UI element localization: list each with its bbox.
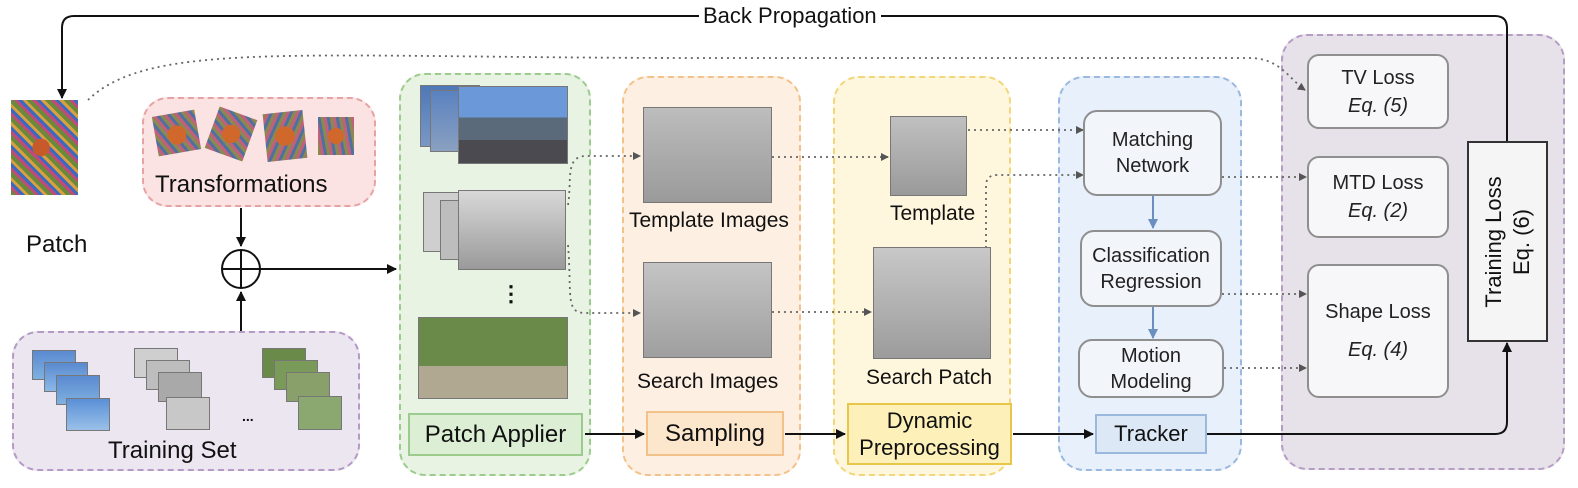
matching-network-module[interactable]: Matching Network <box>1083 110 1222 196</box>
matching-line1: Matching <box>1111 129 1194 151</box>
template-label: Template <box>890 202 976 225</box>
transformations-label: Transformations <box>155 171 328 198</box>
template-crop-image <box>890 116 967 196</box>
matching-line2: Network <box>1115 155 1190 177</box>
adversarial-patch-image <box>11 100 78 195</box>
training-frame <box>166 397 210 430</box>
search-patch-image <box>873 247 991 359</box>
search-image <box>643 262 772 358</box>
search-patch-label: Search Patch <box>866 366 993 389</box>
tracker-button[interactable]: Tracker <box>1095 414 1207 454</box>
motion-modeling-module[interactable]: Motion Modeling <box>1078 339 1224 398</box>
sum-operator-icon <box>221 249 261 289</box>
transformed-patch-4 <box>318 117 354 155</box>
back-propagation-label: Back Propagation <box>699 3 881 29</box>
mtd-loss-equation: Eq. (2) <box>1347 200 1409 222</box>
training-frame <box>298 396 342 430</box>
classification-line1: Classification <box>1092 244 1210 267</box>
patch-applier-button[interactable]: Patch Applier <box>408 413 583 456</box>
training-loss-line2: Eq. (6) <box>1508 208 1534 275</box>
training-set-ellipsis: ... <box>242 408 254 424</box>
motion-line1: Motion <box>1120 344 1182 367</box>
search-images-label: Search Images <box>637 370 779 393</box>
training-loss-line1: Training Loss <box>1480 175 1506 308</box>
sampling-button[interactable]: Sampling <box>646 411 784 456</box>
shape-loss-box[interactable]: Shape Loss Eq. (4) <box>1307 264 1449 398</box>
tv-loss-equation: Eq. (5) <box>1347 94 1409 117</box>
training-frame <box>66 398 110 431</box>
template-images-label: Template Images <box>629 209 789 232</box>
dynamic-preprocessing-line1: Dynamic <box>886 408 973 433</box>
training-loss-box[interactable]: Training Loss Eq. (6) <box>1467 141 1548 342</box>
training-loss-text: Training Loss Eq. (6) <box>1480 176 1536 307</box>
mtd-loss-label: MTD Loss <box>1332 172 1424 194</box>
shape-loss-equation: Eq. (4) <box>1347 339 1409 361</box>
tv-loss-box[interactable]: TV Loss Eq. (5) <box>1307 54 1449 129</box>
mtd-loss-box[interactable]: MTD Loss Eq. (2) <box>1307 156 1449 238</box>
template-image <box>643 107 772 203</box>
training-set-label: Training Set <box>108 437 237 464</box>
dynamic-preprocessing-line2: Preprocessing <box>859 435 1000 460</box>
patch-label: Patch <box>26 231 88 258</box>
tv-loss-label: TV Loss <box>1341 66 1415 89</box>
applier-more-icon: ⋮ <box>500 281 522 306</box>
applier-image-street <box>458 86 568 164</box>
applier-image-sidewalk <box>418 317 568 399</box>
transformed-patch-3 <box>262 110 308 162</box>
classification-regression-module[interactable]: Classification Regression <box>1080 230 1222 307</box>
classification-line2: Regression <box>1100 270 1202 293</box>
motion-line2: Modeling <box>1110 370 1192 393</box>
applier-image-person <box>458 190 566 270</box>
dynamic-preprocessing-button[interactable]: Dynamic Preprocessing <box>847 403 1012 465</box>
transformed-patch-1 <box>151 109 202 157</box>
shape-loss-label: Shape Loss <box>1325 301 1431 323</box>
